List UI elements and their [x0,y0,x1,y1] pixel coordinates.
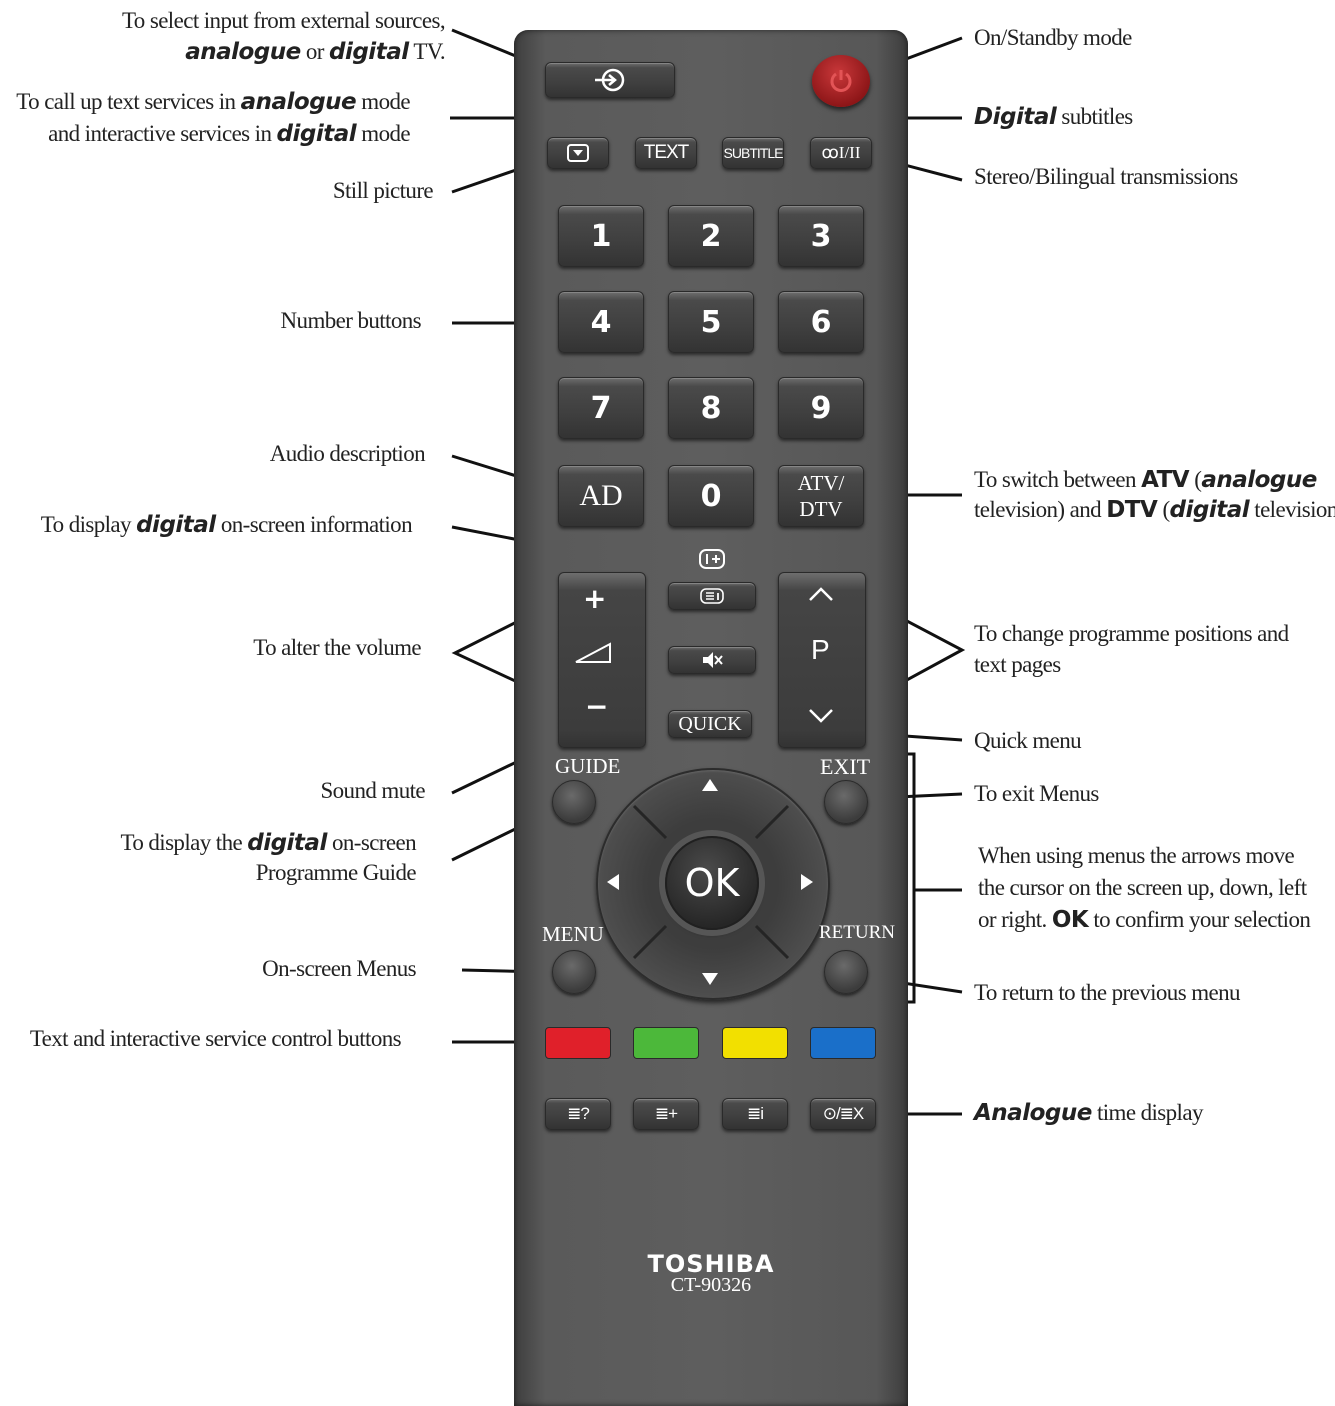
annotation-input: To select input from external sources, a… [121,5,446,68]
mute-button[interactable] [668,646,756,674]
time-display-button[interactable]: ⊙/≣X [810,1098,876,1130]
annotation-programme: To change programme positions and text p… [974,618,1289,680]
annotation-standby: On/Standby mode [974,25,1132,50]
guide-label: GUIDE [555,754,621,778]
text-size-button[interactable]: ≣+ [633,1098,699,1130]
annotation-input-line2: analogue or digital TV. [185,39,445,65]
nav-dividers [632,804,790,960]
annotation-text: To call up text services in analogue mod… [16,86,410,150]
annotation-atv-line2: television) and DTV (digital television) [974,497,1335,523]
annotation-text-line2: and interactive services in digital mode [48,121,411,147]
mute-icon [703,652,723,668]
info-plus-icon [699,549,725,569]
number-button-0[interactable]: 0 [668,465,754,527]
still-icon [567,144,589,162]
number-button-9[interactable]: 9 [778,377,864,439]
model-number: CT-90326 [670,1274,752,1296]
number-button-4[interactable]: 4 [558,291,644,353]
number-button-2[interactable]: 2 [668,205,754,267]
annotation-programme-line2: text pages [974,652,1061,677]
number-button-8[interactable]: 8 [668,377,754,439]
input-button[interactable] [545,62,675,98]
volume-rocker[interactable] [558,572,646,748]
annotation-subtitles: Digital subtitles [974,104,1133,130]
nav-left-arrow-icon[interactable] [606,873,620,891]
annotation-stereo: Stereo/Bilingual transmissions [974,164,1238,189]
number-button-6[interactable]: 6 [778,291,864,353]
menu-button[interactable] [552,950,596,994]
annotation-text-line1: To call up text services in analogue mod… [16,89,410,115]
yellow-button[interactable] [722,1027,788,1059]
programme-label: P [811,634,830,665]
annotation-guide-line2: Programme Guide [255,860,417,885]
annotation-atv: To switch between ATV (analogue televisi… [974,465,1335,525]
return-button[interactable] [824,950,868,994]
info-icon [700,588,724,604]
number-button-5[interactable]: 5 [668,291,754,353]
exit-button[interactable] [824,780,868,824]
annotation-arrows: When using menus the arrows move the cur… [978,840,1311,936]
annotation-arrows-line3: or right. OK to confirm your selection [978,907,1311,933]
brand-logo: TOSHIBA [647,1250,775,1278]
quick-button[interactable]: QUICK [668,710,752,738]
power-icon [830,70,852,92]
ad-button[interactable]: AD [558,465,644,527]
annotation-arrows-line2: the cursor on the screen up, down, left [978,875,1307,900]
subtitle-button[interactable]: SUBTITLE [722,137,784,169]
number-button-7[interactable]: 7 [558,377,644,439]
ok-button[interactable]: OK [665,836,759,930]
programme-up-icon[interactable] [808,586,834,602]
text-index-button[interactable]: ≣i [722,1098,788,1130]
annotation-input-line1: To select input from external sources, [121,8,446,33]
annotation-guide: To display the digital on-screen Program… [121,828,417,887]
annotation-mute: Sound mute [320,778,425,803]
stereo-button[interactable]: ꝏI/II [810,137,872,169]
atv-dtv-button[interactable]: ATV/ DTV [778,465,864,527]
annotation-atv-line1: To switch between ATV (analogue [974,467,1317,493]
guide-button[interactable] [552,780,596,824]
atv-label: ATV/ [797,471,845,495]
annotation-quick: Quick menu [974,728,1082,753]
blue-button[interactable] [810,1027,876,1059]
nav-right-arrow-icon[interactable] [800,873,814,891]
annotation-colour-buttons: Text and interactive service control but… [29,1026,402,1051]
volume-up-label[interactable]: + [583,582,607,615]
annotation-arrows-line1: When using menus the arrows move [978,843,1295,868]
return-label: RETURN [819,922,895,943]
number-button-3[interactable]: 3 [778,205,864,267]
annotation-volume: To alter the volume [253,635,421,660]
annotation-return: To return to the previous menu [974,980,1241,1005]
number-button-1[interactable]: 1 [558,205,644,267]
exit-label: EXIT [820,754,871,779]
annotation-programme-line1: To change programme positions and [974,621,1289,646]
volume-icon [575,642,611,663]
annotation-still: Still picture [332,178,434,203]
annotation-numbers: Number buttons [280,308,422,333]
annotation-info: To display digital on-screen information [40,512,413,538]
text-button[interactable]: TEXT [635,137,697,169]
info-button[interactable] [668,582,756,610]
still-picture-button[interactable] [547,137,609,169]
annotation-guide-line1: To display the digital on-screen [120,830,417,856]
nav-down-arrow-icon[interactable] [701,972,719,986]
annotation-time: Analogue time display [974,1100,1203,1126]
dtv-label: DTV [799,497,843,521]
red-button[interactable] [545,1027,611,1059]
annotation-menus: On-screen Menus [262,956,416,981]
volume-down-label[interactable]: − [585,690,609,723]
nav-up-arrow-icon[interactable] [701,778,719,792]
annotation-audio-desc: Audio description [269,441,426,466]
annotation-exit: To exit Menus [974,781,1099,806]
green-button[interactable] [633,1027,699,1059]
power-button[interactable] [812,55,870,107]
programme-down-icon[interactable] [808,708,834,724]
input-icon [595,68,625,92]
menu-label: MENU [542,922,604,946]
text-reveal-button[interactable]: ≣? [545,1098,611,1130]
